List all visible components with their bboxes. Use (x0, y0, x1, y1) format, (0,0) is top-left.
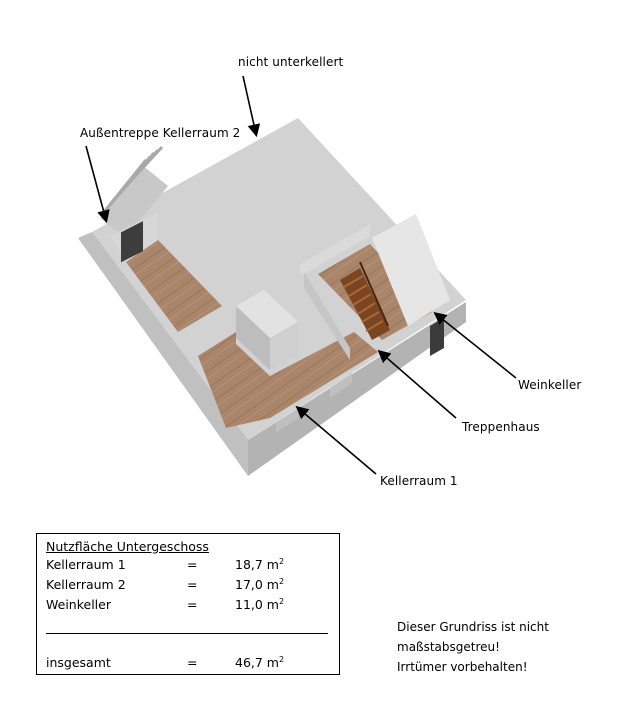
area-row-name: Kellerraum 1 (46, 557, 126, 572)
window-2 (330, 373, 352, 398)
area-row-name: Kellerraum 2 (46, 577, 126, 592)
door-weinkeller (430, 318, 444, 356)
disclaimer-line-3: Irrtümer vorbehalten! (397, 660, 528, 674)
area-total-value: 46,7 m2 (235, 655, 285, 670)
unexcavated-slab (92, 118, 466, 440)
floorplan-drawing (78, 75, 517, 476)
arrow-aussentreppe (85, 145, 110, 224)
treppenhaus-floor (318, 244, 432, 340)
area-total-eq: = (187, 655, 198, 670)
area-row-eq: = (187, 557, 198, 572)
kellerraum-1-floor (198, 332, 378, 428)
area-row-value: 17,0 m2 (235, 577, 285, 592)
label-weinkeller: Weinkeller (518, 378, 582, 392)
area-total-row: insgesamt = 46,7 m2 (37, 655, 339, 673)
disclaimer-line-2: maßstabsgetreu! (397, 640, 500, 654)
disclaimer-line-1: Dieser Grundriss ist nicht (397, 620, 549, 634)
area-row-value: 18,7 m2 (235, 557, 285, 572)
label-nicht-unterkellert: nicht unterkellert (238, 55, 344, 69)
area-divider (46, 633, 328, 634)
area-table-title: Nutzfläche Untergeschoss (46, 539, 209, 554)
area-row-eq: = (187, 577, 198, 592)
central-wall-top (236, 290, 298, 338)
area-row: Kellerraum 2 = 17,0 m2 (37, 577, 339, 595)
outer-wall-left-face (78, 232, 248, 476)
area-row: Weinkeller = 11,0 m2 (37, 597, 339, 615)
outer-wall-front-face (248, 302, 466, 476)
central-wall-right (270, 322, 298, 370)
door-kellerraum-2 (121, 221, 143, 263)
arrow-weinkeller (433, 312, 517, 379)
area-row-name: Weinkeller (46, 597, 111, 612)
area-row-value: 11,0 m2 (235, 597, 285, 612)
disclaimer: Dieser Grundriss ist nicht maßstabsgetre… (397, 617, 549, 677)
window-1 (276, 408, 298, 433)
label-kellerraum-1: Kellerraum 1 (380, 474, 458, 488)
stair-partition (300, 224, 370, 276)
arrow-nicht-unterkellert (242, 75, 261, 138)
arrow-kellerraum-1 (295, 405, 377, 475)
area-row: Kellerraum 1 = 18,7 m2 (37, 557, 339, 575)
label-aussentreppe: Außentreppe Kellerraum 2 (80, 126, 241, 140)
area-table: Nutzfläche Untergeschoss Kellerraum 1 = … (36, 533, 340, 675)
external-stair (100, 145, 168, 238)
label-treppenhaus: Treppenhaus (462, 420, 540, 434)
arrow-treppenhaus (377, 349, 457, 419)
staircase (340, 261, 390, 340)
area-row-eq: = (187, 597, 198, 612)
kellerraum-2-floor (126, 240, 222, 332)
weinkeller-floor (372, 214, 450, 326)
central-wall-left (236, 306, 270, 370)
area-total-name: insgesamt (46, 655, 111, 670)
